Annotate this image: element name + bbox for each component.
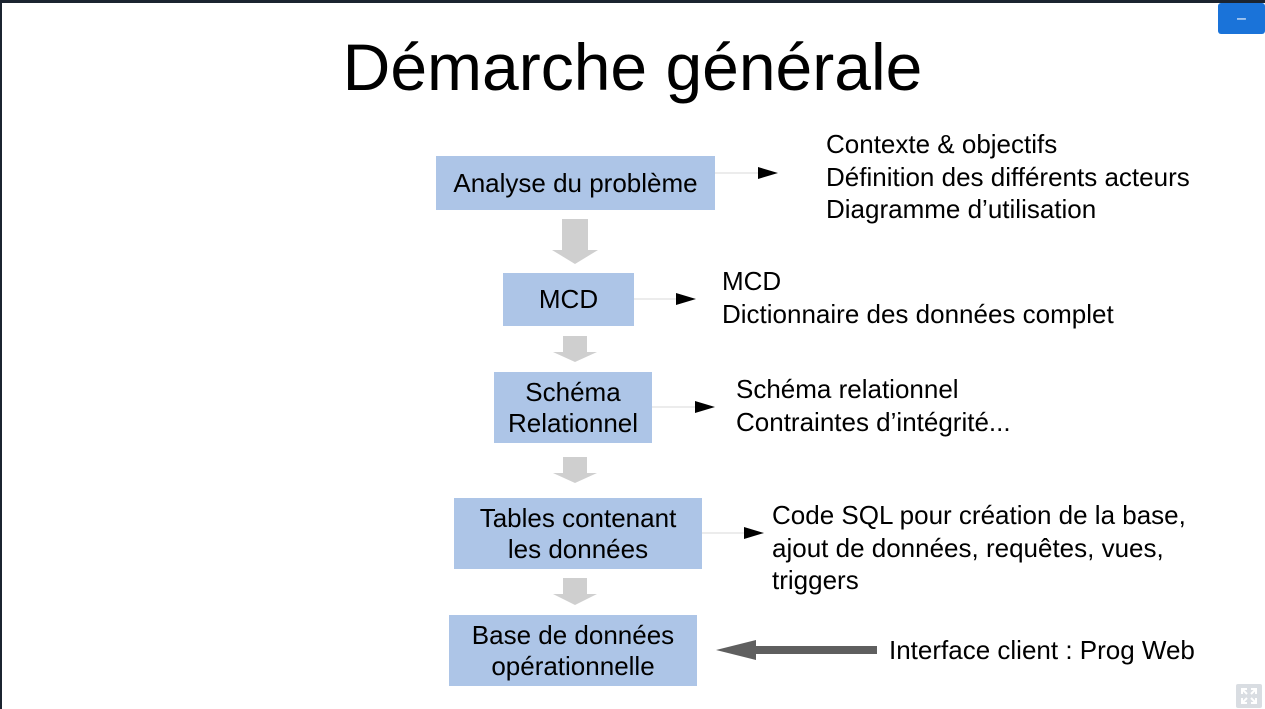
note-analyse: Contexte & objectifs Définition des diff… <box>826 128 1190 226</box>
down-arrow-4 <box>553 578 597 605</box>
fullscreen-icon[interactable] <box>1236 684 1262 708</box>
note-line: Dictionnaire des données complet <box>722 298 1114 329</box>
note-line: Code SQL pour création de la base, <box>772 500 1186 530</box>
side-arrowhead-2 <box>676 293 696 305</box>
note-line: Définition des différents acteurs <box>826 161 1190 192</box>
note-line: Interface client : Prog Web <box>889 635 1195 665</box>
note-line: Diagramme d’utilisation <box>826 194 1097 224</box>
input-arrow-head <box>716 640 756 660</box>
slide-title: Démarche générale <box>342 30 923 104</box>
note-line: triggers <box>772 565 859 595</box>
minimize-icon: – <box>1237 9 1246 27</box>
down-arrow-1 <box>552 219 598 264</box>
minimize-button[interactable]: – <box>1218 3 1265 34</box>
note-line: ajout de données, requêtes, vues, <box>772 532 1164 563</box>
input-arrow-shaft <box>752 646 877 654</box>
step-label: Base de données opérationnelle <box>471 619 675 681</box>
step-mcd: MCD <box>503 273 634 326</box>
note-tables: Code SQL pour création de la base, ajout… <box>772 499 1186 597</box>
step-label: Analyse du problème <box>453 167 698 198</box>
step-label: MCD <box>538 284 599 314</box>
note-line: Contraintes d’intégrité... <box>736 406 1011 437</box>
step-schema: Schéma Relationnel <box>494 372 652 443</box>
note-line: MCD <box>722 266 782 296</box>
side-arrowhead-4 <box>744 527 764 539</box>
note-line: Schéma relationnel <box>736 374 959 404</box>
note-line: Contexte & objectifs <box>826 129 1058 159</box>
step-label: Tables contenant les données <box>479 502 677 564</box>
down-arrow-2 <box>553 336 597 362</box>
step-base: Base de données opérationnelle <box>449 615 697 686</box>
step-analyse: Analyse du problème <box>436 156 715 210</box>
side-arrowhead-1 <box>758 167 778 179</box>
note-base: Interface client : Prog Web <box>889 634 1195 667</box>
note-mcd: MCD Dictionnaire des données complet <box>722 265 1114 330</box>
step-label: Schéma Relationnel <box>507 376 639 438</box>
expand-arrows-icon <box>1241 688 1257 704</box>
side-arrowhead-3 <box>695 401 715 413</box>
down-arrow-3 <box>553 457 597 483</box>
step-tables: Tables contenant les données <box>454 498 702 569</box>
note-schema: Schéma relationnel Contraintes d’intégri… <box>736 373 1011 438</box>
